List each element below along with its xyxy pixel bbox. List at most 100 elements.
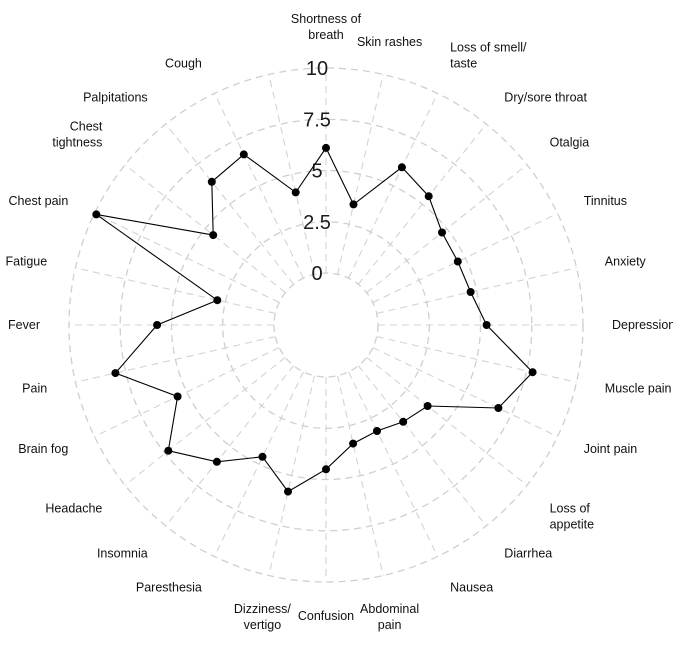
category-label-line: Fever: [8, 318, 40, 332]
category-label-line: Confusion: [298, 609, 354, 623]
grid-ring: [170, 169, 482, 481]
category-label-line: Paresthesia: [136, 581, 202, 595]
category-label: Skin rashes: [357, 35, 422, 49]
category-label-line: pain: [378, 618, 402, 632]
tick-label: 10: [306, 58, 328, 80]
data-point: [213, 296, 222, 305]
category-label: Nausea: [450, 581, 493, 595]
category-label: Diarrhea: [504, 547, 552, 561]
category-label: Paresthesia: [136, 581, 202, 595]
data-point: [453, 257, 462, 266]
category-label: Shortness of breath: [291, 12, 362, 42]
data-point: [322, 465, 330, 474]
category-label-line: Anxiety: [605, 254, 647, 268]
category-label: Joint pain: [584, 442, 638, 456]
category-label-line: Headache: [45, 501, 102, 515]
grid-spoke: [94, 347, 280, 437]
grid-ring: [68, 67, 584, 583]
category-label-line: Insomnia: [97, 547, 148, 561]
data-point: [399, 417, 408, 426]
category-label: Brain fog: [18, 442, 68, 456]
data-point: [349, 200, 358, 209]
category-label: Cough: [165, 56, 202, 70]
category-label-line: Shortness of: [291, 12, 362, 26]
category-label-line: Dry/sore throat: [504, 90, 587, 104]
category-label-line: Tinnitus: [584, 194, 627, 208]
data-point: [397, 163, 406, 172]
category-label: Loss of smell/taste: [450, 40, 527, 70]
category-label: Pain: [22, 382, 47, 396]
data-point: [438, 228, 446, 237]
data-point: [423, 402, 432, 410]
grid-ring: [273, 272, 379, 378]
data-point: [424, 192, 433, 201]
category-label: Insomnia: [97, 547, 148, 561]
data-point: [111, 369, 120, 378]
data-point: [528, 368, 537, 377]
data-point: [209, 231, 218, 240]
grid-spoke: [372, 347, 558, 437]
data-point: [207, 177, 216, 186]
grid-spoke: [165, 365, 295, 527]
series-line: [95, 146, 534, 493]
data-point: [164, 446, 173, 455]
category-label-line: Chest pain: [9, 194, 69, 208]
data-point: [494, 404, 503, 412]
data-point: [173, 392, 182, 401]
category-label-line: breath: [308, 28, 343, 42]
category-label: Headache: [45, 501, 102, 515]
category-label-line: Loss of: [550, 501, 591, 515]
grid-spoke: [214, 93, 304, 279]
category-label-line: Abdominal: [360, 602, 419, 616]
grid-spoke: [366, 356, 528, 486]
category-label: Otalgia: [550, 136, 590, 150]
category-label: Palpitations: [83, 90, 148, 104]
category-label-line: Cough: [165, 56, 202, 70]
category-label: Muscle pain: [605, 382, 672, 396]
category-label: Depression: [612, 318, 673, 332]
category-label: Chest pain: [9, 194, 69, 208]
category-label-line: Loss of smell/: [450, 40, 527, 54]
tick-label: 7.5: [303, 109, 331, 131]
grid-rings: [68, 67, 584, 583]
category-label-line: Depression: [612, 318, 673, 332]
category-label-line: Skin rashes: [357, 35, 422, 49]
data-point: [153, 321, 162, 329]
data-point: [349, 439, 358, 448]
category-label-line: Otalgia: [550, 136, 590, 150]
category-label: Dry/sore throat: [504, 90, 587, 104]
tick-label: 2.5: [303, 212, 331, 234]
data-point: [284, 487, 292, 496]
data-point: [291, 188, 300, 197]
data-point: [212, 457, 221, 466]
grid-ring: [222, 221, 430, 429]
grid-spoke: [214, 371, 304, 557]
category-label-line: Palpitations: [83, 90, 148, 104]
category-label: Anxiety: [605, 254, 647, 268]
grid-spoke: [376, 336, 577, 383]
grid-spoke: [376, 267, 577, 314]
category-label: Confusion: [298, 609, 354, 623]
data-point: [373, 427, 381, 435]
grid-spoke: [165, 123, 295, 285]
data-point: [322, 143, 330, 152]
tick-label: 0: [311, 263, 322, 285]
tick-labels: 0 2.5 5 7.5 10: [303, 58, 331, 285]
grid-spoke: [124, 356, 286, 486]
category-label: Fever: [8, 318, 40, 332]
tick-label: 5: [311, 161, 322, 183]
data-point: [482, 321, 491, 329]
category-label: Fatigue: [5, 254, 47, 268]
category-label-line: Diarrhea: [504, 547, 552, 561]
grid-ring: [119, 118, 533, 532]
category-label-line: Joint pain: [584, 442, 638, 456]
category-label-line: vertigo: [244, 618, 282, 632]
category-label-line: Fatigue: [5, 254, 47, 268]
category-label-line: Nausea: [450, 581, 493, 595]
category-label-line: Dizziness/: [234, 602, 291, 616]
